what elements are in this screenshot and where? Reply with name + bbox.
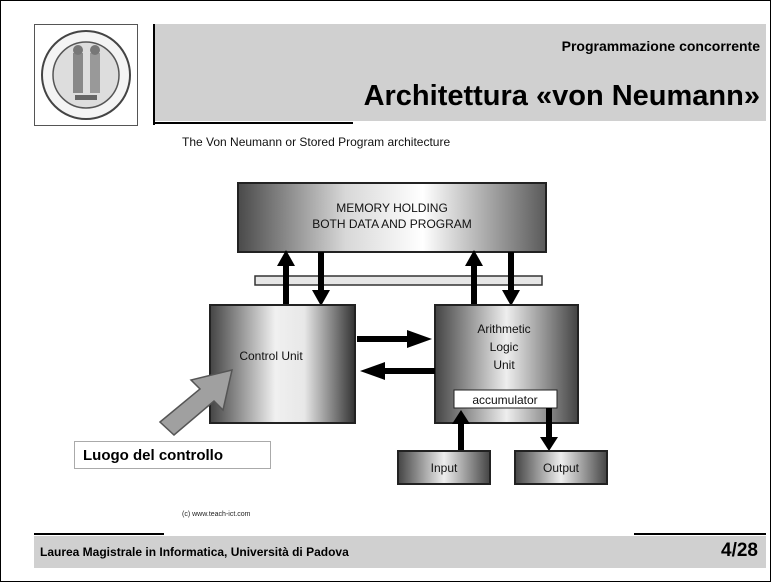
alu-label-line3: Unit bbox=[493, 358, 515, 372]
accumulator-label: accumulator bbox=[472, 393, 537, 407]
diagram-caption: The Von Neumann or Stored Program archit… bbox=[182, 135, 451, 149]
cu-to-alu-arrow bbox=[357, 330, 432, 348]
control-unit-label: Control Unit bbox=[239, 349, 303, 363]
header-divider-horizontal bbox=[153, 122, 353, 124]
footer-bar: Laurea Magistrale in Informatica, Univer… bbox=[34, 536, 766, 568]
bus-bar bbox=[254, 275, 543, 286]
course-name: Programmazione concorrente bbox=[561, 38, 760, 54]
input-box bbox=[397, 450, 491, 485]
output-label: Output bbox=[543, 461, 580, 475]
header-divider-vertical bbox=[153, 24, 155, 125]
output-arrow bbox=[540, 408, 558, 451]
footer-divider-right bbox=[634, 533, 766, 535]
input-label: Input bbox=[431, 461, 458, 475]
input-arrow bbox=[452, 410, 470, 453]
university-seal-logo bbox=[34, 24, 138, 126]
page-number: 4/28 bbox=[721, 540, 758, 561]
footer-divider-left bbox=[34, 533, 164, 535]
diagram-copyright: (c) www.teach-ict.com bbox=[182, 511, 251, 518]
memory-box bbox=[237, 182, 547, 253]
output-box bbox=[514, 450, 608, 485]
alu-label-line2: Logic bbox=[490, 340, 519, 354]
bus-arrows-left bbox=[277, 250, 330, 306]
memory-label-line2: BOTH DATA AND PROGRAM bbox=[312, 217, 472, 231]
bus-arrows-right bbox=[465, 250, 520, 306]
control-location-label: Luogo del controllo bbox=[74, 441, 271, 469]
accumulator-box bbox=[453, 389, 558, 409]
control-pointer-arrow bbox=[158, 368, 233, 437]
slide-title: Architettura «von Neumann» bbox=[363, 80, 760, 112]
alu-to-cu-arrow bbox=[360, 362, 435, 380]
alu-label-line1: Arithmetic bbox=[477, 322, 530, 336]
footer-text: Laurea Magistrale in Informatica, Univer… bbox=[40, 545, 349, 559]
header-bar: Programmazione concorrente Architettura … bbox=[153, 24, 766, 121]
memory-label-line1: MEMORY HOLDING bbox=[336, 201, 448, 215]
seal-icon bbox=[41, 30, 131, 120]
control-unit-box bbox=[209, 304, 356, 424]
